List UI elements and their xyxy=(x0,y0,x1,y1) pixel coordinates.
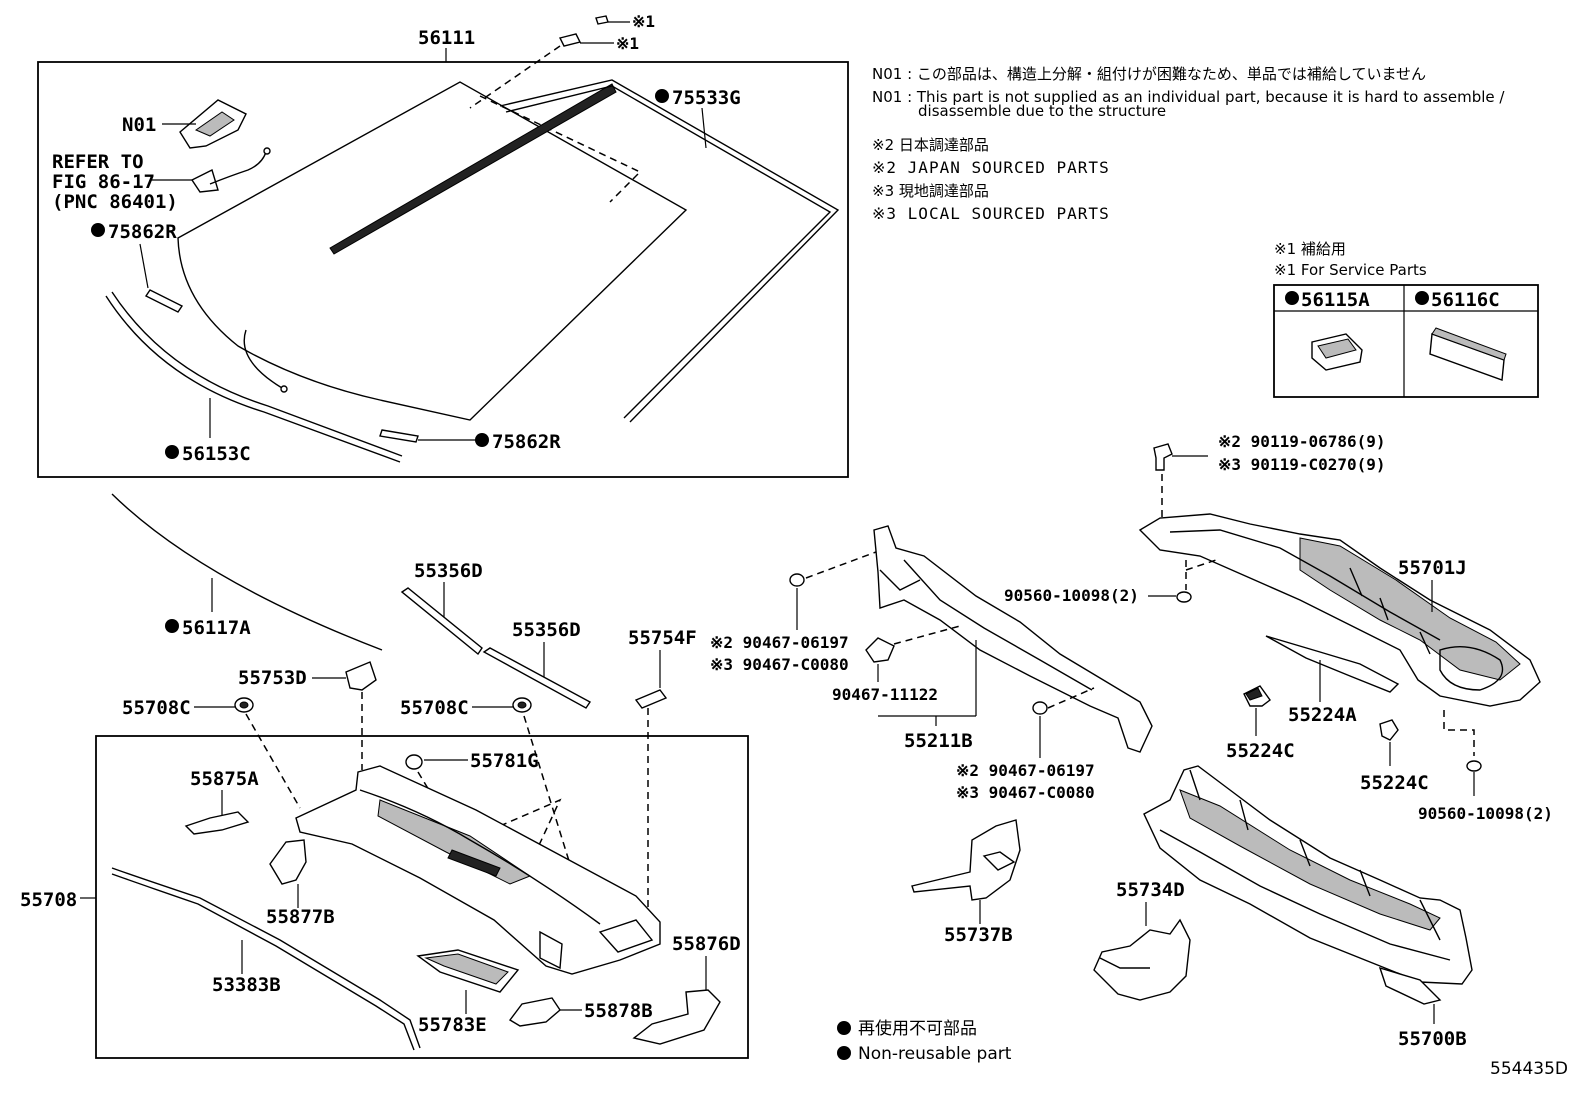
part-label-55356d-upper: 55356D xyxy=(414,560,483,582)
part-label-55753d: 55753D xyxy=(238,667,307,689)
service-title-jp: ※1 補給用 xyxy=(1274,240,1346,258)
part-label-56153c: 56153C xyxy=(182,443,251,465)
note-star2-jp: ※2 日本調達部品 xyxy=(872,136,989,154)
seal-55224a xyxy=(1265,635,1400,693)
part-label-90467-06197-upper: ※2 90467-06197 xyxy=(710,633,849,652)
clip-90467-11122 xyxy=(865,637,895,663)
part-label-55224a: 55224A xyxy=(1288,704,1357,726)
star1-label-a: ※1 xyxy=(632,12,655,31)
part-label-53383b: 53383B xyxy=(212,974,281,996)
part-label-75533g: 75533G xyxy=(672,87,741,109)
wire-harness-n01 xyxy=(243,329,283,389)
moulding-56153c xyxy=(105,295,401,463)
bracket-55877b xyxy=(269,839,307,885)
windshield-upper-moulding xyxy=(329,83,617,255)
part-label-90560-upper: 90560-10098(2) xyxy=(1004,586,1139,605)
bracket-55875a xyxy=(184,811,250,835)
note-n01-jp: N01 : この部品は、構造上分解・組付けが困難なため、単品では補給していません xyxy=(872,65,1426,83)
clip-90467-06197-upper xyxy=(789,573,805,587)
part-label-55783e: 55783E xyxy=(418,1014,487,1036)
spacer-75862r-upper xyxy=(144,289,184,313)
weatherstrip-55356d-upper xyxy=(400,587,483,656)
part-label-90467-c0080-lower: ※3 90467-C0080 xyxy=(956,783,1095,802)
note-star3-jp: ※3 現地調達部品 xyxy=(872,182,989,200)
part-label-90119-06786: ※2 90119-06786(9) xyxy=(1218,432,1386,451)
part-label-90467-11122: 90467-11122 xyxy=(832,685,938,704)
part-label-55876d: 55876D xyxy=(672,933,741,955)
bracket-55737b xyxy=(911,819,1021,901)
part-label-55708c-right: 55708C xyxy=(400,697,469,719)
part-label-55875a: 55875A xyxy=(190,768,259,790)
clip-55781g xyxy=(405,754,423,770)
part-label-55877b: 55877B xyxy=(266,906,335,928)
bracket-55753d xyxy=(345,661,377,691)
part-label-55211b: 55211B xyxy=(904,730,973,752)
clip-55224c-right xyxy=(1379,719,1399,741)
service-clip-part xyxy=(595,15,609,25)
part-label-55700b: 55700B xyxy=(1398,1028,1467,1050)
windshield-group-box xyxy=(37,61,849,478)
seal-56117a xyxy=(111,493,383,651)
bolt-90119 xyxy=(1153,443,1173,471)
part-label-56111: 56111 xyxy=(418,27,475,49)
refer-line-1: REFER TO xyxy=(52,151,144,173)
washer-90560-upper xyxy=(1176,591,1192,603)
part-label-90560-lower: 90560-10098(2) xyxy=(1418,804,1553,823)
reinforcement-55211b xyxy=(873,525,1153,753)
service-col2-label: 56116C xyxy=(1431,289,1500,311)
insulator-55734d xyxy=(1093,918,1191,1001)
refer-line-2: FIG 86-17 xyxy=(52,171,155,193)
part-label-75862r-upper: 75862R xyxy=(108,221,177,243)
service-tape-part xyxy=(558,33,582,47)
clip-55754f xyxy=(634,689,668,709)
service-title-en: ※1 For Service Parts xyxy=(1274,261,1427,279)
star1-label-b: ※1 xyxy=(616,34,639,53)
legend-en: Non-reusable part xyxy=(858,1044,1012,1064)
panel-55701j xyxy=(1138,513,1541,707)
part-label-n01: N01 xyxy=(122,114,156,136)
washer-90560-lower xyxy=(1466,760,1482,772)
spacer-75862r-lower xyxy=(379,429,419,443)
part-label-55878b: 55878B xyxy=(584,1000,653,1022)
part-label-55224c-left: 55224C xyxy=(1226,740,1295,762)
service-col1-label: 56115A xyxy=(1301,289,1370,311)
part-label-55708: 55708 xyxy=(20,889,77,911)
part-label-90119-c0270: ※3 90119-C0270(9) xyxy=(1218,455,1386,474)
part-label-75862r-lower: 75862R xyxy=(492,431,561,453)
legend-dot-jp xyxy=(837,1021,851,1035)
bracket-55876d xyxy=(632,989,721,1045)
part-label-55737b: 55737B xyxy=(944,924,1013,946)
note-n01-en-2: disassemble due to the structure xyxy=(918,102,1166,120)
part-label-55754f: 55754F xyxy=(628,627,697,649)
part-label-55708c-left: 55708C xyxy=(122,697,191,719)
seal-53383b xyxy=(111,867,421,1049)
note-star2-en: ※2 JAPAN SOURCED PARTS xyxy=(872,158,1110,177)
cowl-group-box xyxy=(95,735,749,1059)
part-label-55781g: 55781G xyxy=(470,750,539,772)
moulding-75533g xyxy=(499,79,840,423)
part-label-90467-06197-lower: ※2 90467-06197 xyxy=(956,761,1095,780)
part-label-55356d-lower: 55356D xyxy=(512,619,581,641)
weatherstrip-55356d-lower xyxy=(482,647,592,709)
legend-jp: 再使用不可部品 xyxy=(858,1018,977,1039)
part-label-55701j: 55701J xyxy=(1398,557,1467,579)
service-parts-box xyxy=(1273,284,1539,398)
part-label-90467-c0080-upper: ※3 90467-C0080 xyxy=(710,655,849,674)
part-label-55224c-right: 55224C xyxy=(1360,772,1429,794)
windshield-glass xyxy=(177,81,688,421)
part-label-55734d: 55734D xyxy=(1116,879,1185,901)
note-n01-en-1: N01 : This part is not supplied as an in… xyxy=(872,88,1505,106)
bracket-55878b xyxy=(508,997,561,1027)
non-reusable-dot xyxy=(655,89,669,103)
refer-line-3: (PNC 86401) xyxy=(52,191,178,213)
cowl-panel-55708 xyxy=(295,765,661,975)
legend-dot-en xyxy=(837,1046,851,1060)
note-star3-en: ※3 LOCAL SOURCED PARTS xyxy=(872,204,1110,223)
figure-id: 554435D xyxy=(1490,1059,1568,1079)
clip-90467-06197-lower xyxy=(1032,701,1048,715)
part-label-56117a: 56117A xyxy=(182,617,251,639)
